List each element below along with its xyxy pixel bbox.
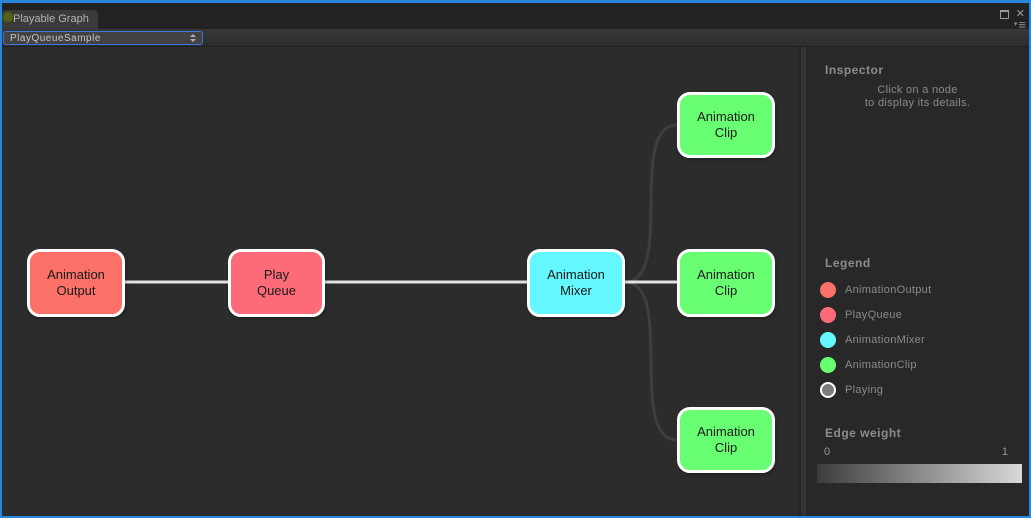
legend-dot-animation-clip-icon (820, 356, 836, 373)
pane-menu-icon[interactable]: ▾ ≡ (1013, 17, 1026, 32)
node-play-queue[interactable]: Play Queue (228, 249, 325, 317)
edge-weight-max: 1 (1001, 446, 1008, 458)
legend-dot-play-queue-icon (820, 306, 836, 323)
graph-selector-dropdown[interactable]: PlayQueueSample (3, 31, 203, 45)
legend-dot-playing-icon (820, 381, 836, 398)
chevron-down-icon: ▾ (1013, 20, 1018, 28)
graph-canvas[interactable]: Animation Output Play Queue Animation Mi… (2, 47, 799, 516)
legend-item-play-queue: PlayQueue (806, 302, 1029, 327)
graph-edges (125, 123, 678, 442)
legend-title: Legend (825, 256, 871, 270)
legend-label: Playing (845, 383, 884, 396)
panel-splitter[interactable] (799, 47, 806, 516)
node-animation-clip-bottom[interactable]: Animation Clip (677, 407, 775, 473)
graph-selector-value: PlayQueueSample (10, 32, 101, 44)
maximize-icon[interactable] (999, 9, 1009, 19)
legend-label: PlayQueue (845, 308, 903, 321)
tab-strip: Playable Graph ✕ ▾ ≡ (2, 3, 1029, 32)
legend-list: AnimationOutput PlayQueue AnimationMixer… (806, 277, 1029, 402)
inspector-title: Inspector (825, 63, 884, 77)
node-animation-mixer[interactable]: Animation Mixer (527, 249, 625, 317)
edge-weight-min: 0 (824, 446, 831, 458)
dropdown-arrows-icon (190, 34, 196, 42)
legend-dot-animation-mixer-icon (820, 331, 836, 348)
hamburger-icon: ≡ (1018, 17, 1026, 32)
tab-playable-graph[interactable]: Playable Graph (2, 10, 98, 29)
legend-label: AnimationOutput (845, 283, 932, 296)
edge-weight-gradient-bar (817, 464, 1022, 483)
edge-mixer-to-clip-bottom (624, 280, 678, 442)
legend-label: AnimationMixer (845, 333, 926, 346)
tab-title: Playable Graph (13, 13, 89, 25)
legend-label: AnimationClip (845, 358, 917, 371)
edge-weight-scale: 0 1 (817, 446, 1022, 460)
node-animation-clip-middle[interactable]: Animation Clip (677, 249, 775, 317)
legend-dot-animation-output-icon (820, 281, 836, 298)
legend-item-animation-clip: AnimationClip (806, 352, 1029, 377)
side-panel: Inspector Click on a node to display its… (806, 47, 1029, 516)
node-animation-output[interactable]: Animation Output (27, 249, 125, 317)
close-icon[interactable]: ✕ (1015, 8, 1025, 20)
edge-mixer-to-clip-top (624, 123, 678, 284)
legend-item-playing: Playing (806, 377, 1029, 402)
toolbar: PlayQueueSample (2, 29, 1029, 47)
window-icon (2, 11, 14, 23)
legend-item-animation-mixer: AnimationMixer (806, 327, 1029, 352)
inspector-hint: Click on a node to display its details. (864, 84, 971, 109)
edge-weight-title: Edge weight (825, 426, 902, 440)
node-animation-clip-top[interactable]: Animation Clip (677, 92, 775, 158)
legend-item-animation-output: AnimationOutput (806, 277, 1029, 302)
